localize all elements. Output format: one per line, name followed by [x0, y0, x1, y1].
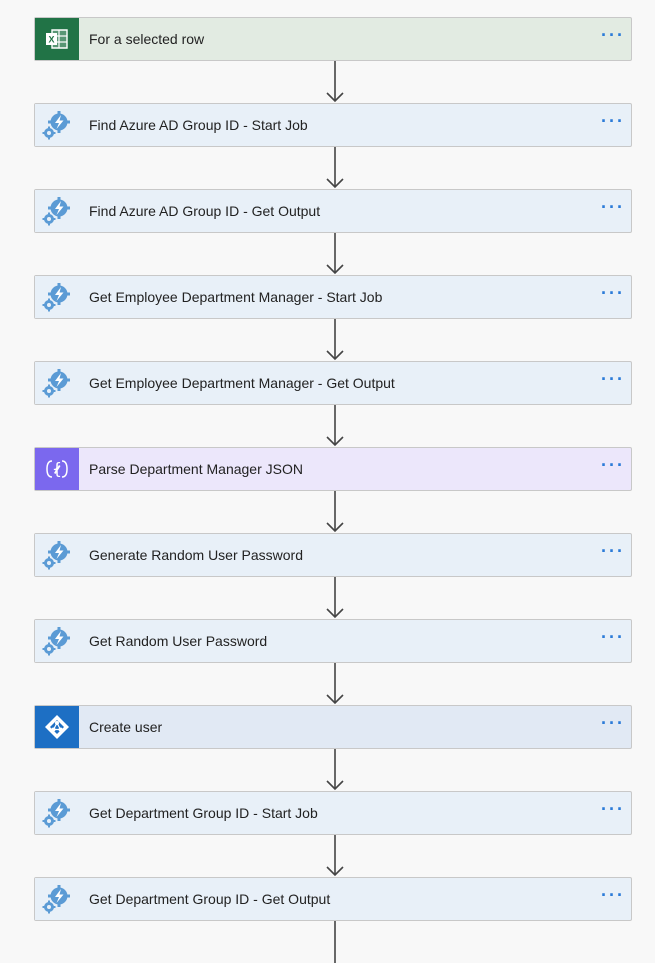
flow-step-title: Find Azure AD Group ID - Get Output	[89, 203, 321, 219]
flow-step-card[interactable]: Generate Random User Password ···	[34, 533, 632, 577]
flow-step-card[interactable]: Find Azure AD Group ID - Get Output ···	[34, 189, 632, 233]
flow-step-title: Get Department Group ID - Start Job	[89, 805, 318, 821]
connector-arrow	[326, 749, 344, 791]
flow-step-card[interactable]: X For a selected row ···	[34, 17, 632, 61]
azure-automation-icon	[35, 534, 79, 576]
data-operation-icon: {	[35, 448, 79, 490]
connector-arrow	[326, 491, 344, 533]
connector-arrow	[326, 835, 344, 877]
azure-automation-icon	[35, 620, 79, 662]
connector-arrow	[326, 319, 344, 361]
connector-arrow	[326, 61, 344, 103]
azure-automation-icon	[35, 792, 79, 834]
more-options-icon[interactable]: ···	[601, 368, 625, 389]
more-options-icon[interactable]: ···	[601, 798, 625, 819]
flow-step-title: Find Azure AD Group ID - Start Job	[89, 117, 308, 133]
flow-step-card[interactable]: Get Random User Password ···	[34, 619, 632, 663]
flow-step-title: Get Department Group ID - Get Output	[89, 891, 331, 907]
flow-step-title: Generate Random User Password	[89, 547, 303, 563]
flow-step-title: Get Employee Department Manager - Get Ou…	[89, 375, 395, 391]
more-options-icon[interactable]: ···	[601, 196, 625, 217]
more-options-icon[interactable]: ···	[601, 626, 625, 647]
flow-step-card[interactable]: Create user ···	[34, 705, 632, 749]
connector-arrow	[326, 233, 344, 275]
more-options-icon[interactable]: ···	[601, 884, 625, 905]
flow-step-card[interactable]: Find Azure AD Group ID - Start Job ···	[34, 103, 632, 147]
connector-arrow	[326, 147, 344, 189]
azure-automation-icon	[35, 190, 79, 232]
more-options-icon[interactable]: ···	[601, 24, 625, 45]
more-options-icon[interactable]: ···	[601, 712, 625, 733]
flow-step-card[interactable]: Get Employee Department Manager - Get Ou…	[34, 361, 632, 405]
flow-step-card[interactable]: Get Department Group ID - Get Output ···	[34, 877, 632, 921]
azure-automation-icon	[35, 878, 79, 920]
flow-step-card[interactable]: { Parse Department Manager JSON ···	[34, 447, 632, 491]
flow-step-title: Get Employee Department Manager - Start …	[89, 289, 383, 305]
azure-automation-icon	[35, 104, 79, 146]
more-options-icon[interactable]: ···	[601, 282, 625, 303]
excel-icon: X	[35, 18, 79, 60]
flow-step-title: For a selected row	[89, 31, 205, 47]
more-options-icon[interactable]: ···	[601, 110, 625, 131]
connector-arrow	[326, 663, 344, 705]
connector-arrow	[334, 921, 336, 963]
connector-arrow	[326, 405, 344, 447]
flow-step-card[interactable]: Get Department Group ID - Start Job ···	[34, 791, 632, 835]
flow-step-title: Parse Department Manager JSON	[89, 461, 303, 477]
azure-automation-icon	[35, 276, 79, 318]
more-options-icon[interactable]: ···	[601, 454, 625, 475]
flow-step-title: Get Random User Password	[89, 633, 268, 649]
more-options-icon[interactable]: ···	[601, 540, 625, 561]
azure-ad-icon	[35, 706, 79, 748]
flow-step-title: Create user	[89, 719, 163, 735]
azure-automation-icon	[35, 362, 79, 404]
flow-step-card[interactable]: Get Employee Department Manager - Start …	[34, 275, 632, 319]
connector-arrow	[326, 577, 344, 619]
svg-text:X: X	[48, 35, 54, 45]
